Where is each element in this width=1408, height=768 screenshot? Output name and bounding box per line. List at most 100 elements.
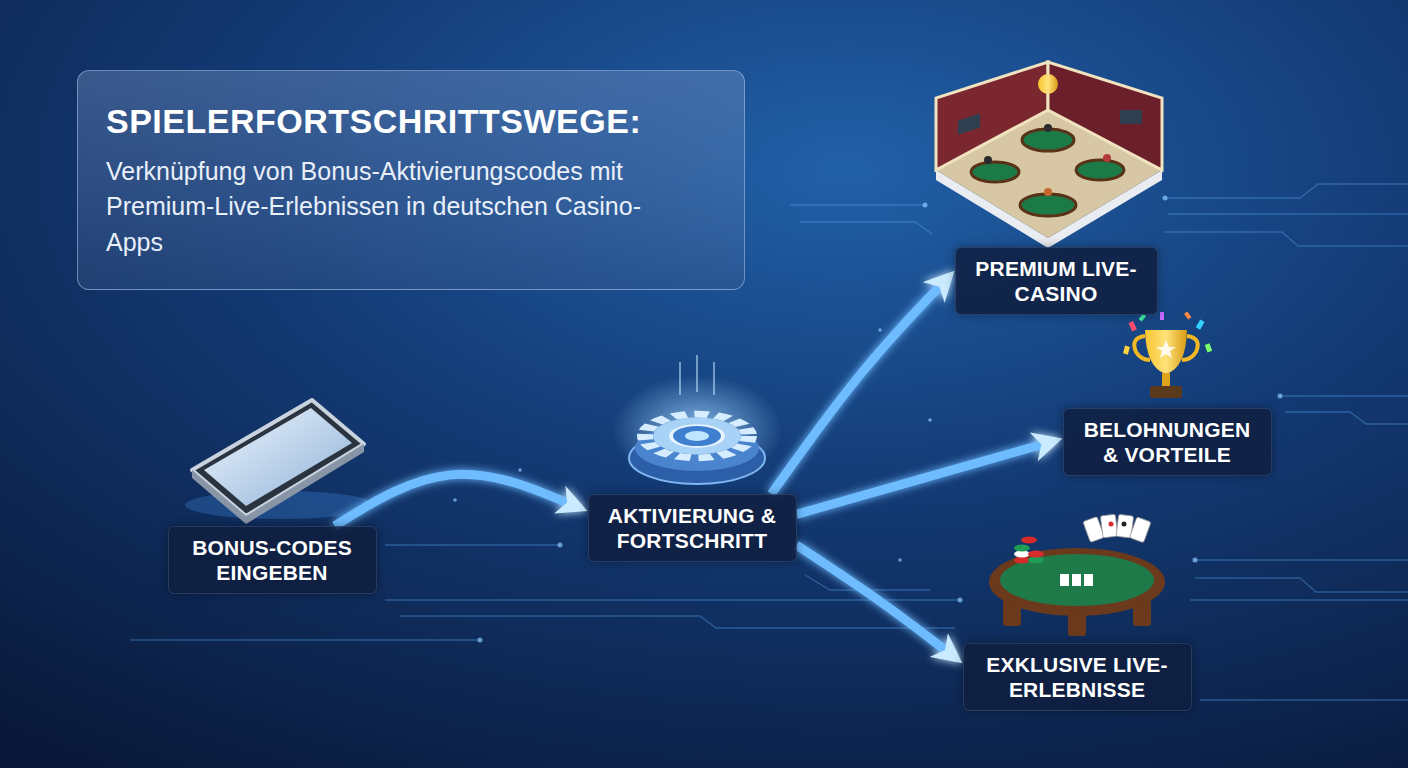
confetti (1123, 346, 1130, 355)
chip (1028, 557, 1044, 564)
title-panel: SPIELERFORTSCHRITTSWEGE: Verknüpfung von … (77, 70, 745, 290)
player (984, 156, 992, 164)
table-felt (1000, 554, 1154, 606)
light-ray (679, 362, 681, 395)
confetti (1160, 312, 1164, 320)
light-ray (696, 355, 698, 392)
chip (1014, 557, 1030, 564)
step-label-box: BONUS-CODES EINGEBEN (168, 526, 377, 594)
confetti (1128, 321, 1136, 331)
light-ray (713, 362, 715, 395)
table-rim (989, 548, 1165, 616)
flow-arrow (797, 444, 1044, 514)
circuit-dot (478, 638, 483, 643)
wall-screen (958, 114, 980, 135)
confetti (1196, 320, 1205, 330)
player (1044, 188, 1052, 196)
diagram-heading: SPIELERFORTSCHRITTSWEGE: (106, 101, 716, 142)
gear-center (685, 431, 709, 441)
casino-table (1076, 160, 1124, 180)
wall-screen (1120, 110, 1142, 124)
phone-icon (185, 400, 375, 524)
step-label: PREMIUM LIVE-CASINO (968, 256, 1145, 306)
circuit-line (1168, 213, 1408, 214)
confetti (1205, 343, 1212, 352)
circuit-dot (1193, 558, 1198, 563)
circuit-line (400, 616, 955, 628)
circuit-line (1285, 412, 1408, 424)
dealer (1044, 124, 1052, 132)
gear-wheel (645, 414, 749, 458)
gear-icon (612, 355, 782, 485)
step-label: BELOHNUNGEN & VORTEILE (1076, 417, 1259, 467)
casino-table (1020, 194, 1076, 216)
step-label-box: EXKLUSIVE LIVE-ERLEBNISSE (963, 643, 1192, 711)
step-label-box: BELOHNUNGEN & VORTEILE (1063, 408, 1272, 476)
circuit-line (790, 204, 925, 205)
flow-arrow (335, 474, 569, 526)
phone-edge (192, 444, 364, 524)
circuit-dot (958, 598, 963, 603)
step-label: BONUS-CODES EINGEBEN (181, 535, 364, 585)
player (1103, 154, 1111, 162)
flow-arrow (797, 545, 947, 651)
trophy-base (1150, 386, 1182, 398)
chip (1014, 551, 1030, 558)
diagram-subtitle: Verknüpfung von Bonus-Aktivierungscodes … (106, 154, 651, 261)
step-label-box: AKTIVIERUNG & FORTSCHRITT (588, 494, 797, 562)
room-wall-left (936, 62, 1048, 170)
card (1100, 514, 1118, 538)
circuit-dot (1163, 196, 1168, 201)
circuit-line (1280, 395, 1408, 396)
gear-hub (671, 425, 723, 447)
card (1084, 574, 1093, 586)
confetti (1184, 312, 1191, 320)
gear-teeth (645, 414, 749, 458)
card-pip (1122, 522, 1127, 527)
trophy-stem (1162, 373, 1170, 387)
casino-room-illustration (936, 62, 1162, 248)
step-label: EXKLUSIVE LIVE-ERLEBNISSE (976, 652, 1179, 702)
poker-table-illustration (989, 514, 1165, 636)
circuit-line (130, 639, 480, 640)
circuit-line (1165, 184, 1408, 198)
circuit-dot (1278, 394, 1283, 399)
trophy-handle (1134, 336, 1150, 360)
chip (1021, 537, 1037, 544)
circuit-line (1165, 232, 1408, 246)
sparkle (898, 558, 902, 562)
trophy-cup (1145, 330, 1187, 374)
circuit-dot (558, 543, 563, 548)
sparkle (518, 468, 522, 472)
step-label: AKTIVIERUNG & FORTSCHRITT (601, 503, 784, 553)
casino-table (971, 162, 1019, 182)
card-pip (1109, 522, 1114, 527)
chip (1014, 545, 1030, 552)
chip-stack (1014, 537, 1044, 564)
circuit-line (1195, 559, 1408, 560)
phone-screen (204, 408, 352, 506)
sparkle (453, 498, 457, 502)
circuit-line (1190, 599, 1408, 600)
circuit-line (1195, 578, 1408, 592)
card (1060, 574, 1069, 586)
circuit-line (385, 544, 560, 545)
circuit-dot (923, 203, 928, 208)
trophy-star (1156, 340, 1176, 358)
step-label-box: PREMIUM LIVE-CASINO (955, 247, 1158, 315)
card (1072, 574, 1081, 586)
chandelier (1038, 74, 1058, 94)
card (1129, 517, 1151, 543)
room-wall-right (1048, 62, 1162, 170)
trophy-handle (1182, 336, 1198, 360)
flow-arrow (771, 285, 940, 494)
sparkle (928, 418, 932, 422)
card-fan (1083, 514, 1151, 543)
gear-face (653, 418, 741, 455)
connectors (335, 285, 1044, 651)
circuit-line (1200, 699, 1408, 700)
light-rays (680, 355, 714, 395)
sparkle (878, 328, 882, 332)
